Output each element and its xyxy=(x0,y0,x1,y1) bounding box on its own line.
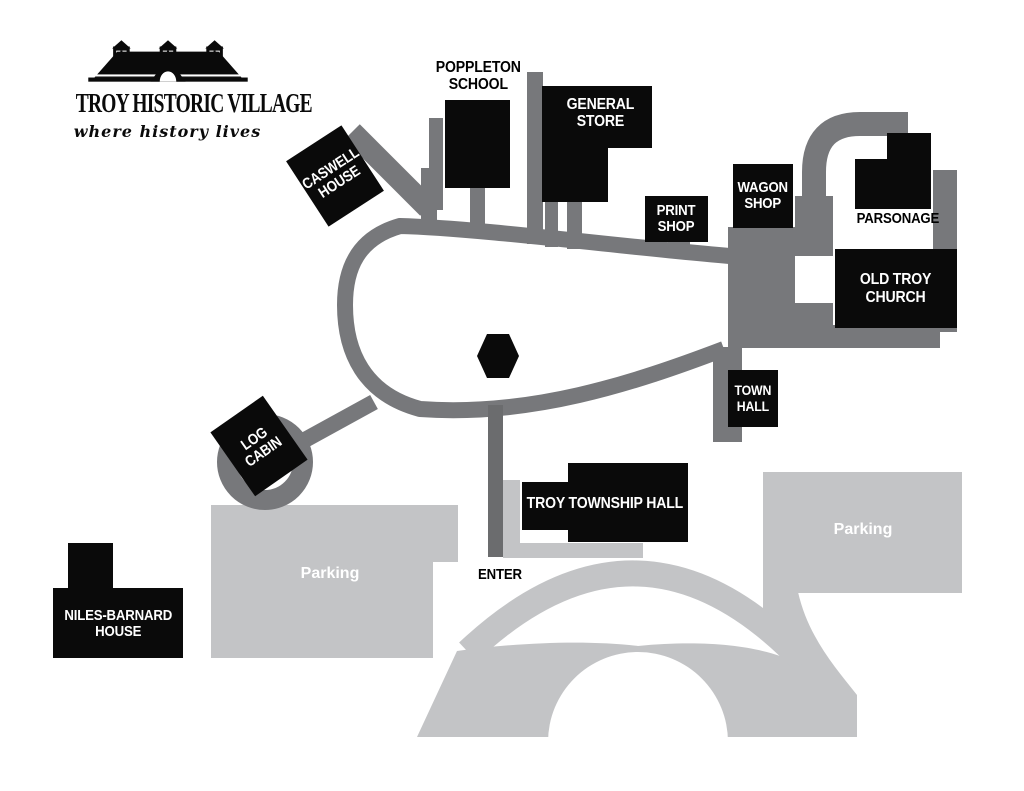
building-general-store xyxy=(542,86,608,202)
label-enter: ENTER xyxy=(478,565,522,583)
enter-path xyxy=(488,405,503,557)
parking-lot-right xyxy=(763,472,962,593)
logo-tagline: where history lives xyxy=(73,122,262,141)
label-parking-left: Parking xyxy=(300,565,360,583)
logo-title: TROY HISTORIC VILLAGE xyxy=(75,88,313,118)
store-stub-2 xyxy=(567,200,582,249)
logo: TROY HISTORIC VILLAGE where history live… xyxy=(40,38,313,141)
building-troy-township-hall xyxy=(568,463,688,542)
northeast-loop-path xyxy=(802,112,908,254)
building-print-shop: PRINT SHOP xyxy=(645,196,708,242)
main-loop-path xyxy=(336,217,743,419)
school-west-strip xyxy=(429,118,443,210)
building-town-hall: TOWN HALL xyxy=(728,370,778,427)
log-cabin-connector xyxy=(299,394,378,449)
entrance-walk-strip2 xyxy=(518,543,643,558)
store-stub-1 xyxy=(545,200,558,247)
building-old-troy-church: OLD TROY CHURCH xyxy=(835,249,957,328)
parking-lot-left-step xyxy=(433,505,458,562)
building-troy-township-hall-wing xyxy=(522,482,568,530)
label-troy-township-hall: TROY TOWNSHIP HALL xyxy=(526,495,684,513)
church-walk-band xyxy=(728,325,940,348)
building-parsonage-wing xyxy=(887,133,931,161)
driveway-arch xyxy=(459,560,814,671)
label-general-store: GENERAL STORE xyxy=(566,95,634,130)
building-parsonage xyxy=(855,159,931,209)
logo-roof-icon xyxy=(87,40,248,82)
label-niles-barnard-house: NILES-BARNARD HOUSE xyxy=(64,606,172,640)
gazebo-icon xyxy=(477,334,519,378)
print-shop-stub xyxy=(668,240,690,258)
label-parking-right: Parking xyxy=(833,521,893,539)
parking-and-driveway xyxy=(211,472,962,791)
school-stub xyxy=(470,186,485,238)
north-spur xyxy=(527,72,543,244)
entrance-walk-strip xyxy=(503,480,520,558)
building-niles-barnard-chimney xyxy=(68,543,113,588)
building-niles-barnard-house xyxy=(53,588,183,658)
building-wagon-shop: WAGON SHOP xyxy=(733,164,793,228)
label-parsonage: PARSONAGE xyxy=(856,209,940,227)
label-poppleton-school: POPPLETON SCHOOL xyxy=(435,58,521,93)
building-poppleton-school xyxy=(445,100,510,188)
driveway-island xyxy=(548,652,728,791)
building-general-store-wing xyxy=(606,86,652,148)
caswell-path xyxy=(344,124,436,216)
parking-lot-left xyxy=(211,505,433,658)
